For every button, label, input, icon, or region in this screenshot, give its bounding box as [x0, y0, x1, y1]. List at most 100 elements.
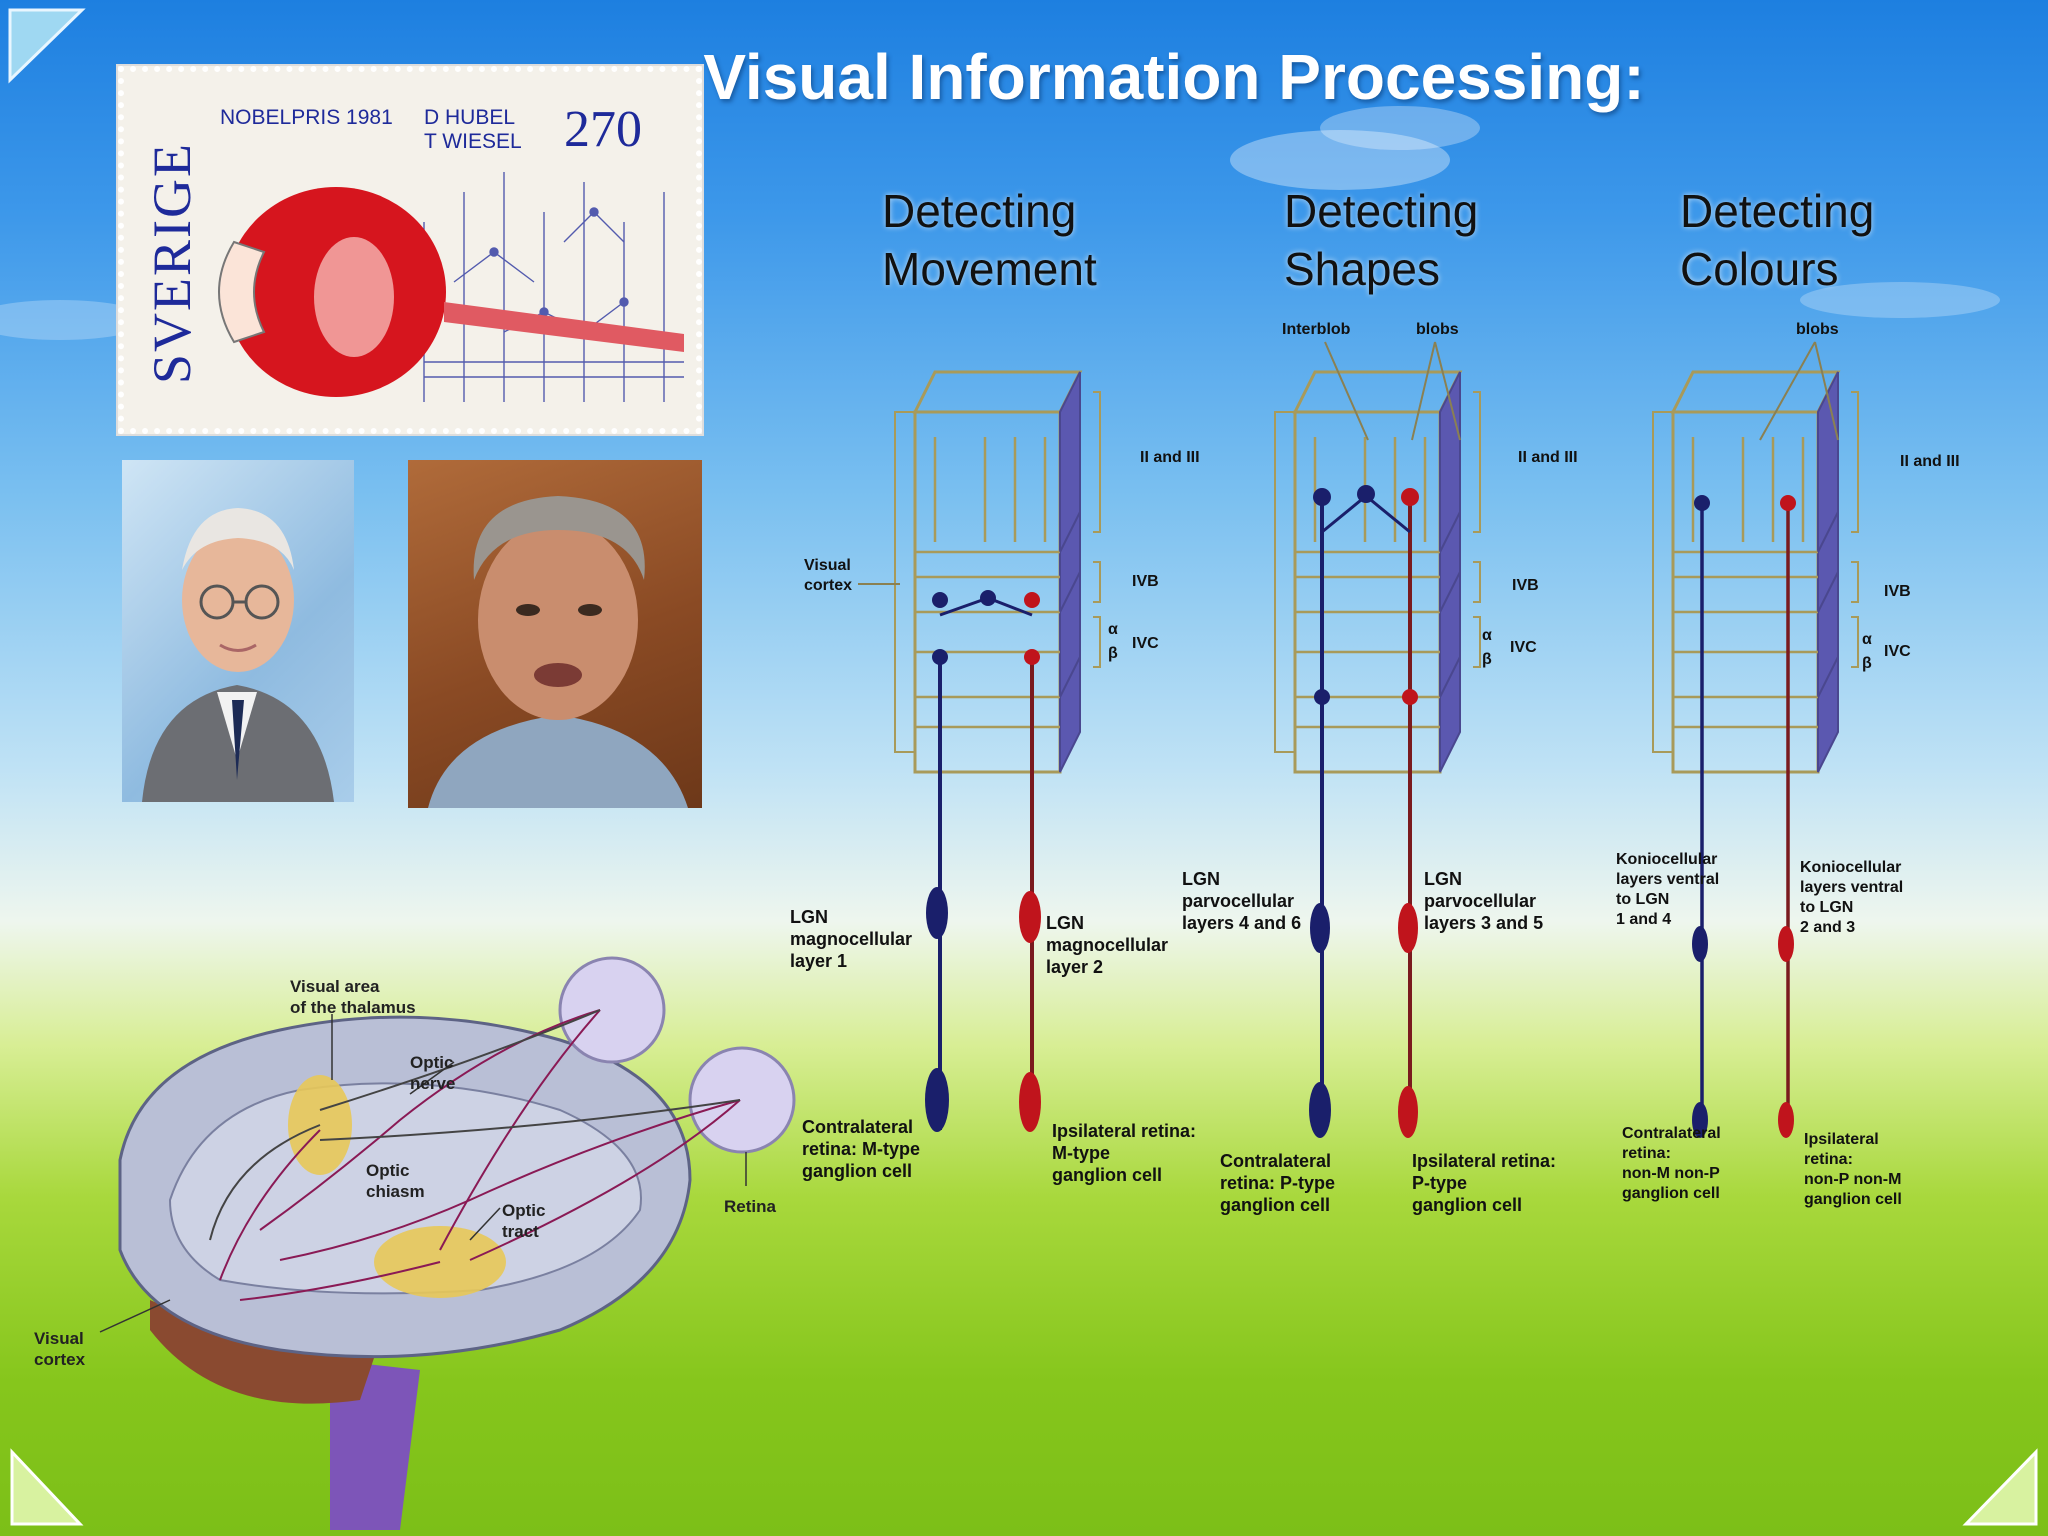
- label-retina-movement-left: Contralateral retina: M-type ganglion ce…: [802, 1116, 920, 1182]
- label-alpha-colours: α: [1862, 631, 1872, 648]
- label-layer-2-3-movement: II and III: [1140, 449, 1200, 466]
- lgn-shapes-left-line2: parvocellular: [1182, 891, 1295, 911]
- portrait-hubel: [122, 460, 354, 802]
- retina-shapes-left-line3: ganglion cell: [1220, 1195, 1331, 1215]
- label-lgn-colours-right: Koniocellular layers ventral to LGN 2 an…: [1800, 858, 1903, 938]
- retina-movement-left-line1: Contralateral: [802, 1117, 914, 1137]
- thalamus-line1: Visual area: [290, 977, 380, 996]
- label-visual-area-thalamus: Visual area of the thalamus: [290, 976, 416, 1018]
- lgn-colours-left-line4: 1 and 4: [1616, 911, 1672, 928]
- lgn-colours-right-line2: layers ventral: [1800, 879, 1904, 896]
- retina-colours-left-line3: non-M non-P: [1622, 1165, 1720, 1182]
- label-visual-cortex-line2: cortex: [804, 577, 853, 594]
- optic-chiasm-line2: chiasm: [366, 1182, 425, 1201]
- label-optic-nerve: Optic nerve: [410, 1052, 455, 1094]
- label-layer-4b-movement: IVB: [1132, 573, 1159, 590]
- lgn-colours-left-line2: layers ventral: [1616, 871, 1720, 888]
- label-beta-movement: β: [1108, 645, 1118, 662]
- retina-colours-right-line1: Ipsilateral: [1804, 1131, 1879, 1148]
- lgn-movement-left-line2: magnocellular: [790, 929, 913, 949]
- label-retina-shapes-left: Contralateral retina: P-type ganglion ce…: [1220, 1150, 1335, 1216]
- retina-shapes-left-line2: retina: P-type: [1220, 1173, 1336, 1193]
- heading-movement: Detecting Movement: [882, 182, 1097, 298]
- lgn-movement-right-line1: LGN: [1046, 913, 1084, 933]
- corner-triangle-bottom-left: [10, 1448, 84, 1526]
- label-layer-2-3-colours: II and III: [1900, 453, 1960, 470]
- label-visual-cortex: Visual cortex: [804, 556, 852, 596]
- stamp-value: 270: [564, 101, 642, 158]
- thalamus-line2: of the thalamus: [290, 998, 416, 1017]
- brain-visual-cortex-line1: Visual: [34, 1329, 84, 1348]
- label-beta-shapes: β: [1482, 651, 1492, 668]
- retina-colours-left-line4: ganglion cell: [1622, 1185, 1720, 1202]
- label-retina-colours-left: Contralateral retina: non-M non-P gangli…: [1622, 1124, 1721, 1204]
- brain-visual-cortex-line2: cortex: [34, 1350, 86, 1369]
- corner-triangle-top-left: [8, 8, 86, 84]
- label-brain-visual-cortex: Visual cortex: [34, 1328, 85, 1370]
- label-blobs-colours: blobs: [1796, 321, 1839, 338]
- lgn-colours-right-line4: 2 and 3: [1800, 919, 1856, 936]
- retina-colours-right-line3: non-P non-M: [1804, 1171, 1902, 1188]
- heading-colours-line1: Detecting: [1680, 185, 1875, 237]
- neurons-movement: [925, 590, 1041, 1132]
- neurons-colours: [1692, 495, 1796, 1138]
- stamp-laureate-1: D HUBEL: [424, 106, 516, 129]
- retina-colours-right-line2: retina:: [1804, 1151, 1853, 1168]
- portrait-wiesel-figure: [428, 496, 688, 808]
- label-retina-colours-right: Ipsilateral retina: non-P non-M ganglion…: [1804, 1130, 1902, 1210]
- stamp-laureate-2: T WIESEL: [424, 130, 522, 153]
- label-interblob: Interblob: [1282, 321, 1351, 338]
- stamp-event: NOBELPRIS 1981: [220, 106, 393, 129]
- stamp-illustration: [218, 172, 684, 402]
- lgn-shapes-left-line1: LGN: [1182, 869, 1220, 889]
- lgn-shapes-left-line3: layers 4 and 6: [1182, 913, 1302, 933]
- label-lgn-shapes-right: LGN parvocellular layers 3 and 5: [1424, 868, 1543, 934]
- retina-movement-left-line2: retina: M-type: [802, 1139, 921, 1159]
- lgn-movement-left-line3: layer 1: [790, 951, 848, 971]
- lgn-colours-left-line3: to LGN: [1616, 891, 1670, 908]
- heading-shapes-line1: Detecting: [1284, 185, 1479, 237]
- retina-shapes-right-line2: P-type: [1412, 1173, 1468, 1193]
- retina-movement-left-line3: ganglion cell: [802, 1161, 913, 1181]
- heading-shapes: Detecting Shapes: [1284, 182, 1478, 298]
- lgn-shapes-right-line3: layers 3 and 5: [1424, 913, 1544, 933]
- retina-shapes-right-line3: ganglion cell: [1412, 1195, 1523, 1215]
- label-layer-4c-shapes: IVC: [1510, 639, 1537, 656]
- retina-colours-left-line2: retina:: [1622, 1145, 1671, 1162]
- retina-shapes-left-line1: Contralateral: [1220, 1151, 1332, 1171]
- retina-colours-right-line4: ganglion cell: [1804, 1191, 1902, 1208]
- label-layer-2-3-shapes: II and III: [1518, 449, 1578, 466]
- optic-chiasm-line1: Optic: [366, 1161, 410, 1180]
- heading-movement-line2: Movement: [882, 243, 1097, 295]
- lgn-shapes-right-line1: LGN: [1424, 869, 1462, 889]
- neurons-shapes: [1309, 485, 1419, 1138]
- lgn-movement-right-line2: magnocellular: [1046, 935, 1169, 955]
- label-layer-4b-colours: IVB: [1884, 583, 1911, 600]
- label-alpha-shapes: α: [1482, 627, 1492, 644]
- label-optic-tract: Optic tract: [502, 1200, 545, 1242]
- lgn-shapes-right-line2: parvocellular: [1424, 891, 1537, 911]
- lgn-colours-right-line1: Koniocellular: [1800, 859, 1902, 876]
- heading-movement-line1: Detecting: [882, 185, 1077, 237]
- optic-nerve-line1: Optic: [410, 1053, 454, 1072]
- label-alpha-movement: α: [1108, 621, 1118, 638]
- nobel-stamp: SVERIGE NOBELPRIS 1981 D HUBEL T WIESEL …: [118, 66, 702, 434]
- label-lgn-movement-left: LGN magnocellular layer 1: [790, 906, 912, 972]
- portrait-hubel-figure: [142, 508, 334, 802]
- lgn-movement-left-line1: LGN: [790, 907, 828, 927]
- label-retina-movement-right: Ipsilateral retina: M-type ganglion cell: [1052, 1120, 1196, 1186]
- eye-lower: [688, 1046, 796, 1154]
- slide-title: Visual Information Processing:: [703, 41, 1645, 113]
- label-layer-4c-colours: IVC: [1884, 643, 1911, 660]
- lgn-movement-right-line3: layer 2: [1046, 957, 1104, 977]
- corner-triangle-bottom-right: [1962, 1448, 2038, 1526]
- brainstem: [330, 1360, 420, 1530]
- heading-colours: Detecting Colours: [1680, 182, 1874, 298]
- label-layer-4b-shapes: IVB: [1512, 577, 1539, 594]
- label-lgn-shapes-left: LGN parvocellular layers 4 and 6: [1182, 868, 1301, 934]
- label-optic-chiasm: Optic chiasm: [366, 1160, 425, 1202]
- optic-nerve-line2: nerve: [410, 1074, 456, 1093]
